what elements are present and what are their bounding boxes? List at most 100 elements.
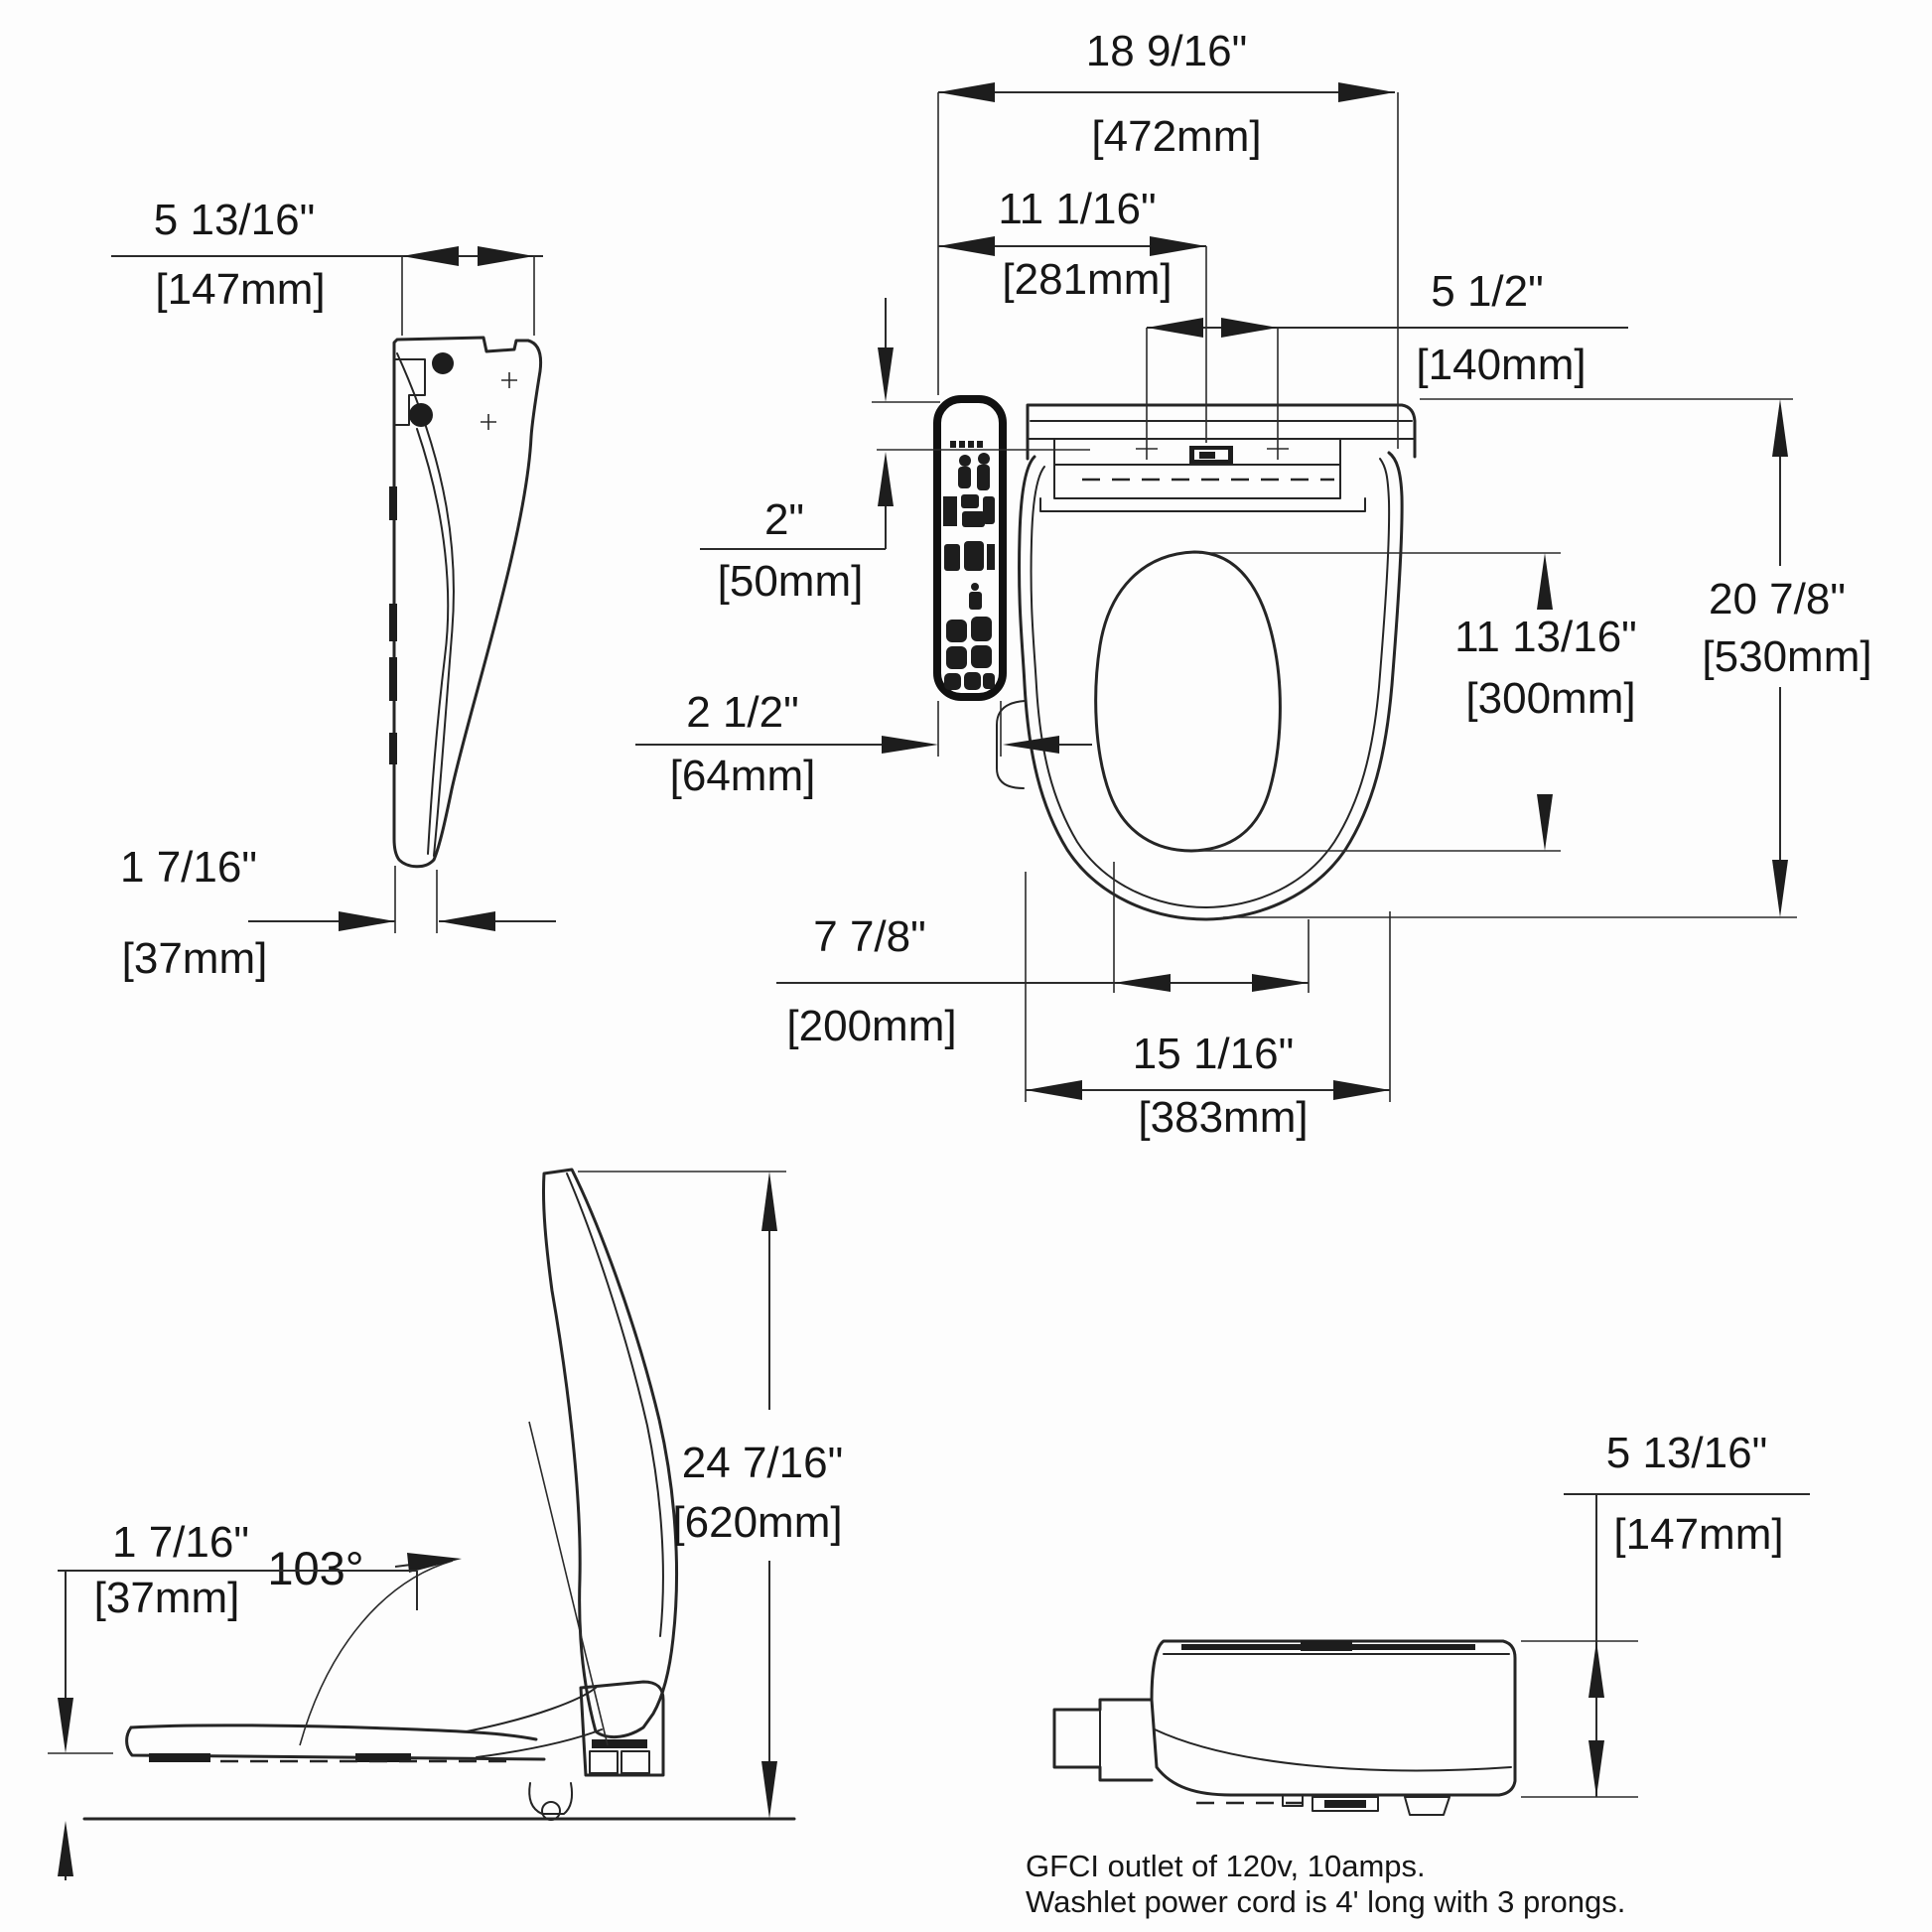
bolt-cross-mark bbox=[1267, 438, 1289, 460]
dim-tank-depth: 2" [50mm] bbox=[700, 298, 1090, 606]
arrowhead-left bbox=[938, 82, 995, 102]
base-foot bbox=[589, 1750, 619, 1774]
dim-profile-height-in: 5 13/16" bbox=[1606, 1429, 1767, 1477]
dim-open-height: 24 7/16" [620mm] bbox=[578, 1171, 843, 1819]
bottom-tab bbox=[1282, 1794, 1304, 1807]
remote-button-icon bbox=[946, 620, 967, 642]
dim-remote-width-mm: [64mm] bbox=[670, 752, 816, 800]
base-latch bbox=[528, 1782, 574, 1815]
arrowhead-down bbox=[761, 1761, 777, 1819]
reference-line bbox=[1521, 1640, 1638, 1798]
side-outline bbox=[392, 336, 543, 869]
notes: GFCI outlet of 120v, 10amps. Washlet pow… bbox=[1026, 1849, 1625, 1919]
foot-detail bbox=[1404, 1796, 1450, 1816]
angle-arc bbox=[299, 1560, 454, 1746]
water-connection-outline bbox=[1052, 1698, 1154, 1782]
tank-front-edge bbox=[1039, 497, 1366, 512]
cross-mark bbox=[481, 414, 496, 430]
arrowhead-left bbox=[1026, 1080, 1082, 1100]
hinge-arm-curve bbox=[466, 1687, 603, 1758]
dim-overall-width-mm: [472mm] bbox=[1091, 112, 1261, 161]
dim-overall-width-in: 18 9/16" bbox=[1086, 27, 1247, 75]
hinge-pin-dot bbox=[409, 403, 433, 427]
remote-button-icon bbox=[962, 511, 985, 527]
dim-inlet-offset-in: 11 1/16" bbox=[998, 185, 1156, 233]
extension-line bbox=[1146, 328, 1279, 439]
dim-overall-width: 18 9/16" [472mm] bbox=[937, 27, 1399, 449]
side-seam-curve bbox=[396, 352, 455, 857]
remote-button-icon bbox=[983, 496, 995, 524]
reference-line bbox=[1223, 398, 1797, 918]
open-lid-outline bbox=[541, 1168, 678, 1738]
dim-lid-angle-label: 103° bbox=[267, 1542, 363, 1594]
arrowhead-left bbox=[1114, 974, 1171, 992]
dim-remote-width-in: 2 1/2" bbox=[686, 688, 798, 737]
dim-bowl-width-in: 7 7/8" bbox=[813, 912, 925, 961]
dim-tank-depth-in: 2" bbox=[764, 495, 804, 544]
tank-band bbox=[1027, 438, 1416, 499]
arrowhead-down bbox=[1588, 1740, 1604, 1797]
arrowhead-right bbox=[1333, 1080, 1390, 1100]
dim-profile-height-mm: [147mm] bbox=[1613, 1510, 1783, 1559]
seat-bumper bbox=[149, 1753, 210, 1762]
dim-overall-depth: 20 7/8" [530mm] bbox=[1223, 398, 1872, 918]
remote-button-icon bbox=[983, 673, 995, 689]
remote-user-icon bbox=[958, 467, 971, 488]
drain-detail-bar bbox=[1324, 1800, 1366, 1808]
tank-outline bbox=[1026, 403, 1417, 461]
remote-control bbox=[933, 395, 1007, 701]
dim-inlet-offset-mm: [281mm] bbox=[1002, 255, 1172, 304]
extension-line bbox=[937, 92, 1399, 449]
remote-user-icon bbox=[978, 453, 990, 465]
arrowhead-right bbox=[339, 911, 395, 931]
note-power-cord: Washlet power cord is 4' long with 3 pro… bbox=[1026, 1884, 1625, 1919]
reference-line bbox=[872, 401, 1090, 451]
arrowhead-up bbox=[1537, 553, 1553, 610]
dim-overall-depth-mm: [530mm] bbox=[1702, 632, 1871, 681]
angle-reference-line bbox=[528, 1421, 609, 1746]
profile-front-curve bbox=[1154, 1728, 1512, 1772]
arrowhead-down bbox=[878, 347, 894, 402]
view-side-closed: 5 13/16" [147mm] 1 7/16" [37mm] bbox=[111, 196, 556, 983]
arrowhead-left bbox=[938, 236, 995, 256]
arrowhead-right bbox=[1150, 236, 1206, 256]
remote-logo-icon bbox=[968, 441, 974, 448]
extension-line bbox=[1025, 872, 1391, 1102]
extension-line bbox=[937, 701, 1002, 757]
arrowhead-left bbox=[1147, 318, 1203, 338]
remote-logo-icon bbox=[977, 441, 983, 448]
profile-vent-block bbox=[1301, 1640, 1352, 1651]
cross-mark bbox=[501, 372, 517, 388]
arrowhead-up bbox=[58, 1821, 73, 1876]
arrowhead-right bbox=[1252, 974, 1309, 992]
base-foot bbox=[621, 1750, 650, 1774]
arrowhead-up bbox=[1772, 399, 1788, 457]
profile-body-outline bbox=[1150, 1639, 1517, 1797]
arrowhead-left bbox=[1003, 736, 1059, 754]
dim-open-height-mm: [620mm] bbox=[672, 1498, 842, 1547]
view-profile-closed: 5 13/16" [147mm] bbox=[1052, 1429, 1810, 1816]
lid-outer-outline bbox=[1018, 451, 1404, 921]
remote-user-icon bbox=[977, 465, 990, 490]
remote-button-icon bbox=[987, 544, 995, 570]
arrowhead-down bbox=[1537, 794, 1553, 851]
dim-side-width-mm: [147mm] bbox=[155, 265, 325, 314]
hinge-base-outline bbox=[579, 1680, 665, 1777]
remote-logo-icon bbox=[959, 441, 965, 448]
dim-overall-depth-in: 20 7/8" bbox=[1709, 575, 1846, 623]
reference-line bbox=[1196, 552, 1561, 852]
arrowhead-up bbox=[878, 452, 894, 506]
seat-bumper bbox=[389, 657, 397, 701]
side-hinge-bracket bbox=[393, 358, 426, 426]
open-seat-outline bbox=[125, 1724, 546, 1761]
view-side-open: 103° 24 7/16" [620mm] 1 7/16" [37mm] bbox=[48, 1168, 843, 1880]
arrowhead-up bbox=[1588, 1641, 1604, 1698]
dim-side-tip: 1 7/16" [37mm] bbox=[120, 843, 556, 983]
arrowhead-up bbox=[761, 1172, 777, 1231]
dim-bolt-spacing-in: 5 1/2" bbox=[1431, 267, 1543, 316]
side-tab bbox=[996, 700, 1026, 789]
arrowhead-left bbox=[402, 246, 459, 266]
dim-seat-length: 15 1/16" [383mm] bbox=[1025, 872, 1391, 1142]
dim-bowl-width-mm: [200mm] bbox=[786, 1002, 956, 1050]
